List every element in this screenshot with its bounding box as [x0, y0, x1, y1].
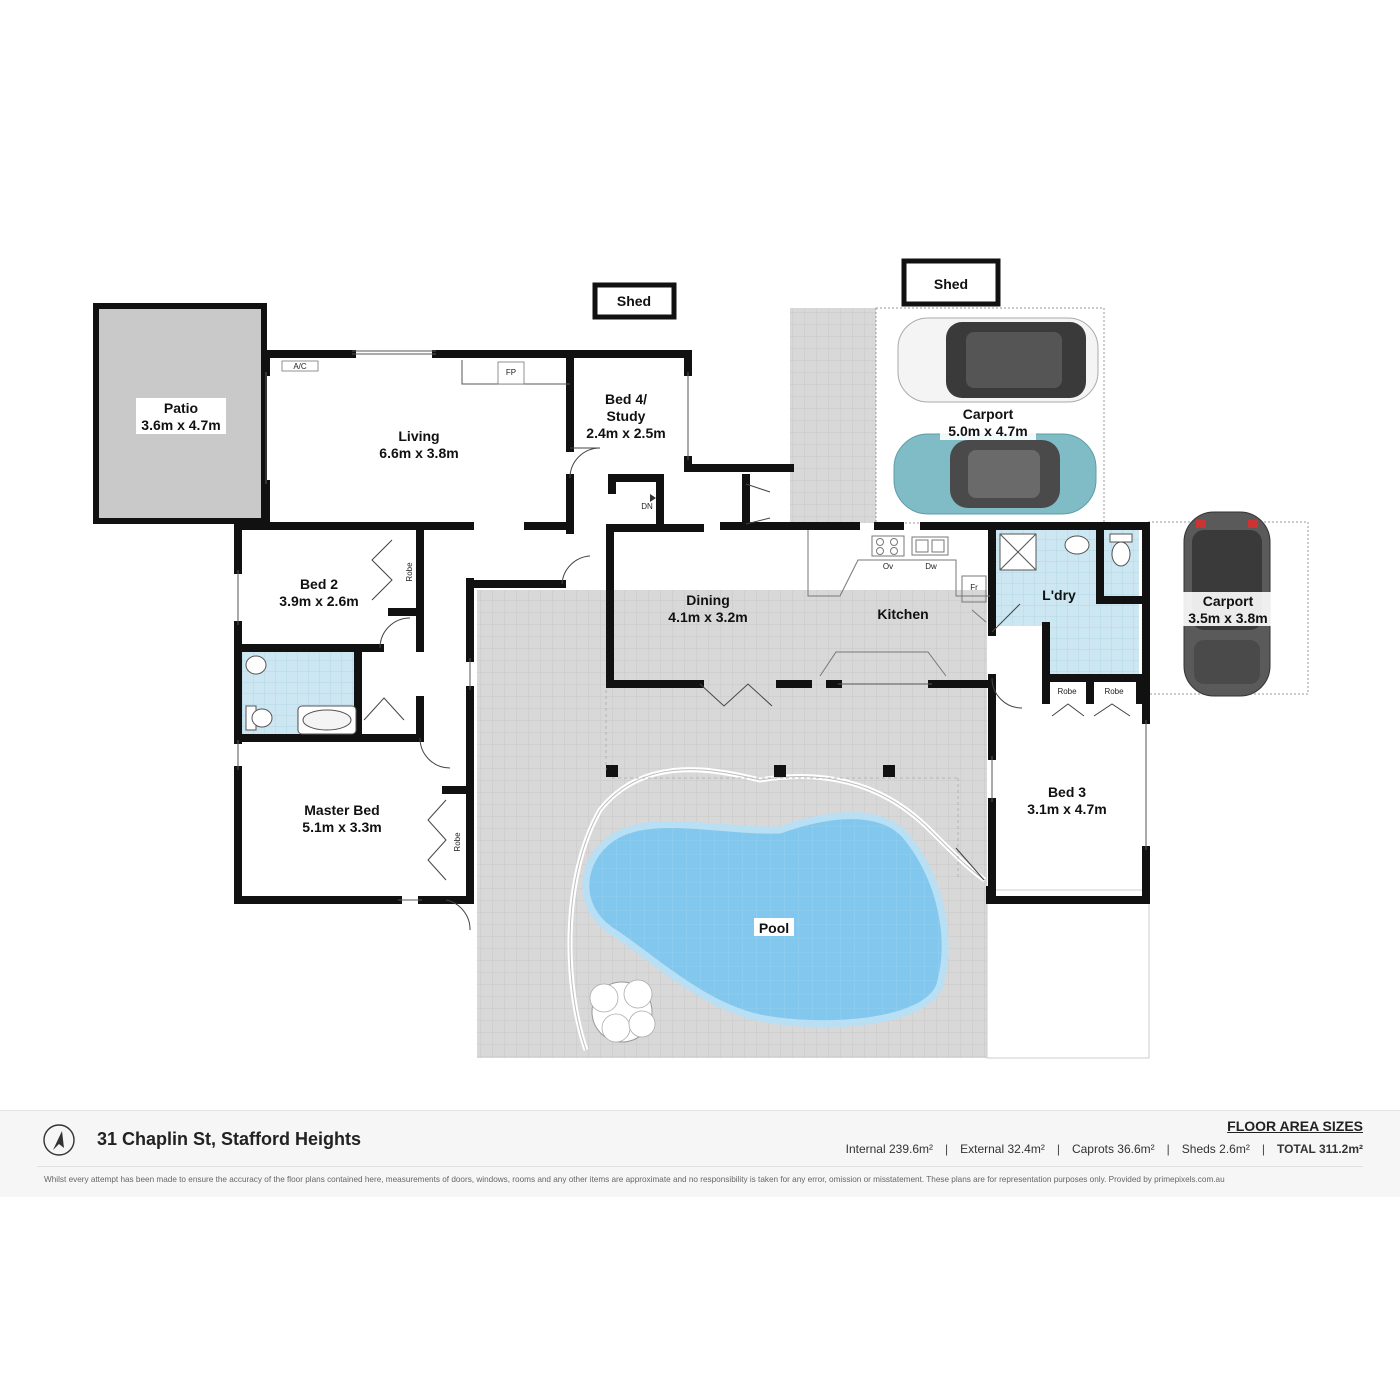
carport-2-name: Carport — [1203, 593, 1254, 609]
tree-icon — [589, 979, 656, 1043]
bed4-name-2: Study — [607, 408, 646, 424]
floor-plan: Patio 3.6m x 4.7m Living 6.6m x 3.8m Bed… — [93, 258, 1309, 1059]
bathroom-fixtures — [245, 533, 1133, 735]
stairs-down-label: DN — [641, 502, 653, 511]
carport-1-size: 5.0m x 4.7m — [948, 423, 1027, 439]
patio-name: Patio — [164, 400, 198, 416]
compass-logo-icon — [43, 1124, 75, 1156]
fireplace-label: FP — [506, 368, 516, 377]
dining-name: Dining — [686, 592, 730, 608]
dishwasher-label: Dw — [925, 562, 937, 571]
sheds-area: Sheds 2.6m² — [1181, 1142, 1250, 1156]
shed-2-name: Shed — [934, 276, 968, 292]
robe-label-bed2: Robe — [405, 562, 414, 582]
living-size: 6.6m x 3.8m — [379, 445, 458, 461]
total-area: TOTAL 311.2m² — [1276, 1142, 1363, 1156]
post — [606, 765, 618, 777]
driveway-paving — [790, 308, 876, 523]
master-name: Master Bed — [304, 802, 379, 818]
robe-label-bed3-a: Robe — [1057, 687, 1077, 696]
disclaimer-text: Whilst every attempt has been made to en… — [44, 1175, 1225, 1184]
door-swings — [379, 447, 1023, 931]
laundry-cutout — [996, 626, 1046, 678]
footer-divider — [37, 1166, 1363, 1167]
external-area: External 32.4m² — [960, 1142, 1045, 1156]
master-size: 5.1m x 3.3m — [302, 819, 381, 835]
kitchen-name: Kitchen — [877, 606, 928, 622]
dining-size: 4.1m x 3.2m — [668, 609, 747, 625]
car-teal — [893, 433, 1097, 515]
bed3-size: 3.1m x 4.7m — [1027, 801, 1106, 817]
shed-1-name: Shed — [617, 293, 651, 309]
shed-2 — [901, 258, 1001, 307]
kitchen-fixtures — [807, 530, 990, 677]
floor-area-title: FLOOR AREA SIZES — [1227, 1118, 1363, 1134]
living-name: Living — [398, 428, 439, 444]
robe-label-bed3-b: Robe — [1104, 687, 1124, 696]
post — [774, 765, 786, 777]
post — [883, 765, 895, 777]
floor-area-sizes: Internal 239.6m²|External 32.4m²|Caprots… — [845, 1142, 1363, 1156]
walls — [234, 350, 1150, 904]
ac-label: A/C — [293, 362, 307, 371]
car-white — [897, 317, 1099, 403]
oven-label: Ov — [883, 562, 893, 571]
fridge-label: Fr — [970, 583, 978, 592]
robe-doors — [363, 539, 1131, 881]
pool-name: Pool — [759, 920, 789, 936]
carport-1-name: Carport — [963, 406, 1014, 422]
bed2-size: 3.9m x 2.6m — [279, 593, 358, 609]
stairs-arrow-icon — [650, 494, 656, 502]
internal-area: Internal 239.6m² — [845, 1142, 933, 1156]
laundry-name: L'dry — [1042, 587, 1076, 603]
property-address: 31 Chaplin St, Stafford Heights — [97, 1129, 362, 1149]
carports-area: Caprots 36.6m² — [1071, 1142, 1155, 1156]
yard-outline — [986, 889, 1150, 1059]
bed4-size: 2.4m x 2.5m — [586, 425, 665, 441]
bed2-name: Bed 2 — [300, 576, 338, 592]
shed-1 — [592, 282, 677, 320]
patio-size: 3.6m x 4.7m — [141, 417, 220, 433]
side-paving — [478, 590, 606, 682]
carport-2-size: 3.5m x 3.8m — [1188, 610, 1267, 626]
footer: 31 Chaplin St, Stafford Heights FLOOR AR… — [0, 1110, 1400, 1197]
bed3-name: Bed 3 — [1048, 784, 1086, 800]
bed4-name-1: Bed 4/ — [605, 391, 647, 407]
robe-label-master: Robe — [453, 832, 462, 852]
